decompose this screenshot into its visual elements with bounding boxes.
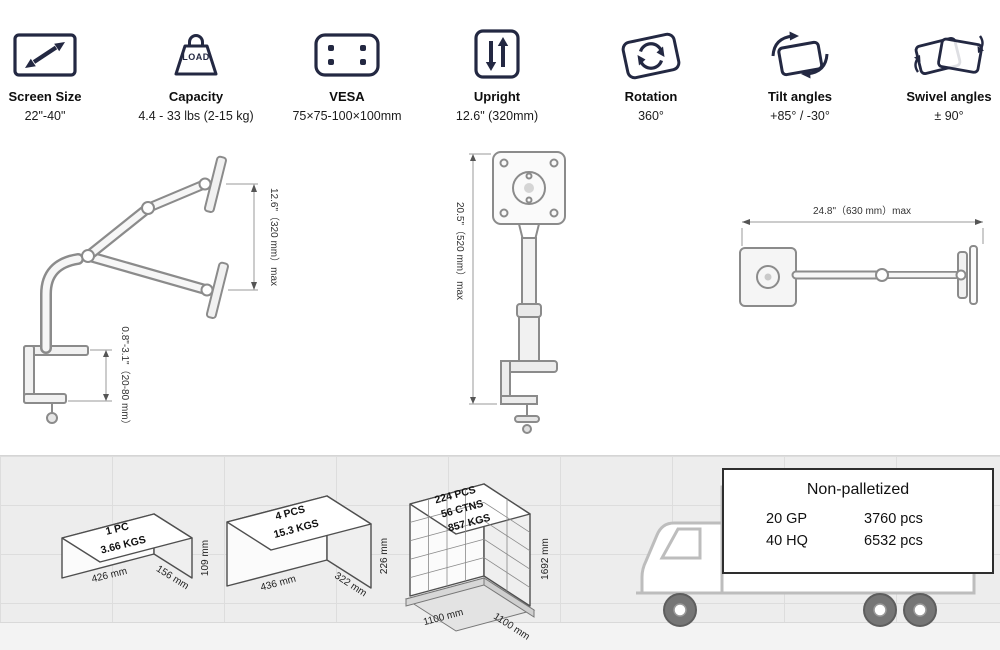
dim-arm-height-range: 12.6"（320 mm）max <box>268 188 280 286</box>
spec-rotation: Rotation 360° <box>551 24 751 123</box>
container-type: 40 HQ <box>766 533 808 550</box>
sign-row-20gp: 20 GP 3760 pcs <box>766 508 950 530</box>
tilt-arrows-icon <box>763 24 837 82</box>
drawing-arm-side-view: 12.6"（320 mm）max 0.8"-3.1"（20-80 mm） <box>23 155 280 430</box>
spec-value: +85° / -30° <box>770 109 830 123</box>
spec-title: Swivel angles <box>906 89 992 104</box>
box-height: 109 mm <box>200 540 211 576</box>
box-height: 226 mm <box>379 538 390 574</box>
dim-lines <box>68 183 258 402</box>
spec-title: Tilt angles <box>767 89 833 104</box>
spec-value: 12.6" (320mm) <box>455 109 539 123</box>
spec-upright: Upright 12.6" (320mm) <box>397 24 597 123</box>
spec-title: VESA <box>329 89 365 104</box>
reach-structure <box>739 245 978 307</box>
up-down-arrows-icon <box>462 24 532 82</box>
sign-title: Non-palletized <box>806 481 910 498</box>
dim-lines <box>469 153 497 405</box>
spec-swivel: Swivel angles ± 90° <box>849 24 1000 123</box>
desk-clamp <box>23 345 89 424</box>
packaging-section: 1 PC 3.66 KGS 426 mm 156 mm 109 mm 4 PCS… <box>0 455 1000 650</box>
spec-value: 4.4 - 33 lbs (2-15 kg) <box>138 109 254 123</box>
spec-tilt: Tilt angles +85° / -30° <box>700 24 900 123</box>
capacity-weight-icon: LOAD <box>161 24 231 82</box>
spec-title: Screen Size <box>8 89 82 104</box>
dim-arm-reach: 24.8"（630 mm）max <box>813 205 911 217</box>
pallet-drawing: 224 PCS 56 CTNS 857 KGS 1100 mm 1100 mm … <box>404 483 551 643</box>
spec-value: 75×75-100×100mm <box>292 109 402 123</box>
spec-title: Capacity <box>168 89 224 104</box>
drawing-upright-view: 20.5"（520 mm）max <box>454 151 566 434</box>
swivel-screens-icon <box>910 24 988 82</box>
spec-title: Upright <box>473 89 521 104</box>
spec-value: 22"-40" <box>24 109 66 123</box>
spec-screen-size: Screen Size 22"-40" <box>0 24 145 123</box>
spec-title: Rotation <box>624 89 678 104</box>
sign-row-40hq: 40 HQ 6532 pcs <box>766 530 950 552</box>
load-icon-label: LOAD <box>182 52 210 62</box>
container-type: 20 GP <box>766 511 808 527</box>
spec-capacity: LOAD Capacity 4.4 - 33 lbs (2-15 kg) <box>96 24 296 123</box>
spec-value: ± 90° <box>934 109 964 123</box>
dim-clamp-range: 0.8"-3.1"（20-80 mm） <box>119 326 131 429</box>
floor-strip <box>0 622 1000 650</box>
drawing-reach-view: 24.8"（630 mm）max <box>739 205 984 307</box>
container-qty: 3760 pcs <box>864 511 923 527</box>
screen-size-icon <box>9 24 81 82</box>
spec-value: 360° <box>638 109 664 123</box>
dim-upright-height: 20.5"（520 mm）max <box>454 202 466 300</box>
rotation-arrows-icon <box>614 24 688 82</box>
truck-wheels <box>663 593 937 627</box>
container-qty: 6532 pcs <box>864 533 923 550</box>
vesa-plate-icon <box>311 24 383 82</box>
spec-vesa: VESA 75×75-100×100mm <box>247 24 447 123</box>
single-box-drawing: 1 PC 3.66 KGS 426 mm 156 mm 109 mm <box>61 513 211 592</box>
pallet-height: 1692 mm <box>540 538 551 580</box>
box-qty: 1 PC <box>104 520 130 537</box>
carton-grid <box>409 489 531 591</box>
container-loading-sign: Non-palletized 20 GP 3760 pcs 40 HQ 6532… <box>722 468 994 574</box>
dim-lines <box>741 221 984 246</box>
master-carton-drawing: 4 PCS 15.3 KGS 436 mm 322 mm 226 mm <box>226 495 390 599</box>
arm-links <box>40 179 213 354</box>
upright-structure <box>492 151 566 434</box>
